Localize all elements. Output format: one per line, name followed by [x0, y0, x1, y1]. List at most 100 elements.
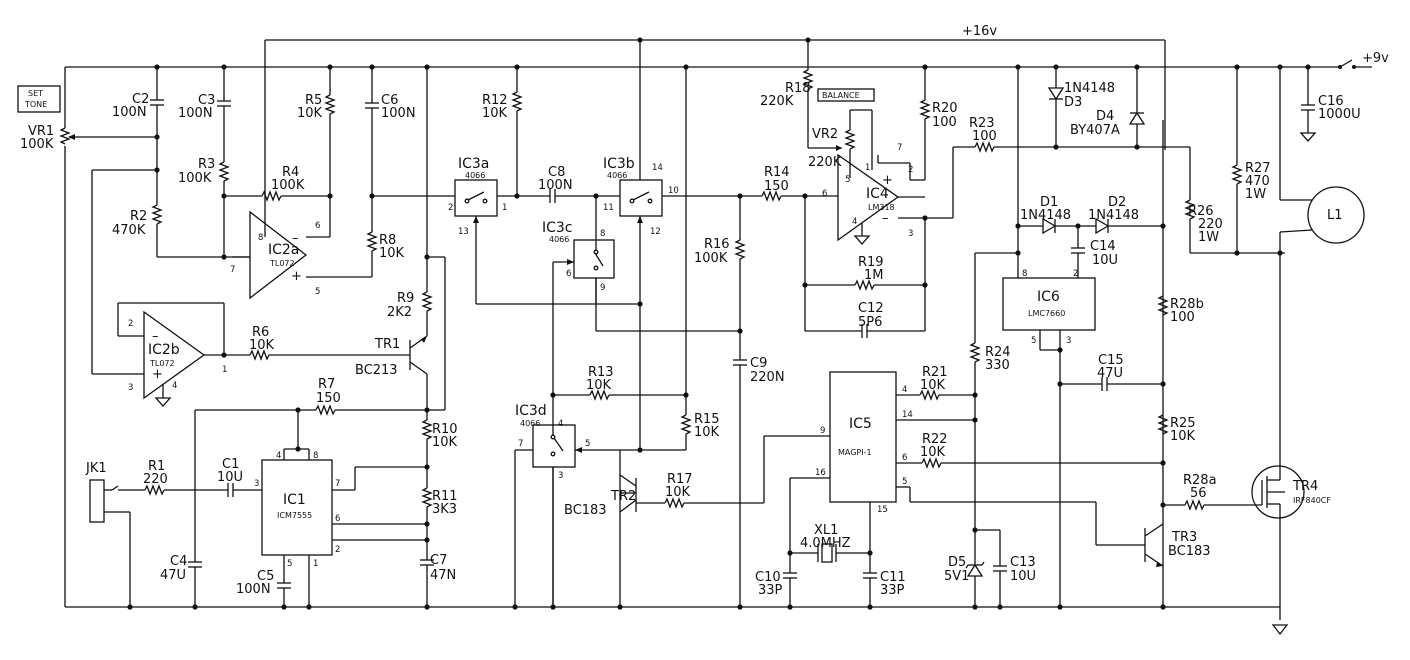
c6-ref: C6: [381, 93, 398, 108]
balance-label: BALANCE: [822, 91, 860, 100]
r17-value: 10K: [665, 485, 691, 500]
r9-ref: R9: [397, 291, 414, 306]
r5-value: 10K: [297, 106, 323, 121]
ic6-stage: [1002, 67, 1166, 607]
svg-text:5: 5: [1031, 336, 1036, 346]
ic3c-ref: IC3c: [542, 220, 573, 236]
r24-value: 330: [985, 358, 1010, 373]
svg-text:1: 1: [222, 365, 227, 375]
r17-ref: R17: [667, 472, 693, 487]
ic3b-switch: [593, 40, 762, 450]
ic2a-ref: IC2a: [268, 242, 299, 258]
svg-text:4: 4: [558, 419, 563, 429]
c11-value: 33P: [880, 583, 905, 598]
tr3-type: BC183: [1168, 544, 1211, 559]
c3-value: 100N: [178, 106, 213, 121]
c10-ref: C10: [755, 570, 781, 585]
r23-value: 100: [972, 129, 997, 144]
tr2-ref: TR2: [610, 489, 636, 504]
svg-text:6: 6: [335, 514, 340, 524]
r19-value: 1M: [864, 268, 884, 283]
svg-text:3: 3: [558, 471, 563, 481]
jk1-input-jack[interactable]: [89, 479, 131, 607]
ic3a-ref: IC3a: [458, 156, 489, 172]
xl1-value: 4.0MHZ: [800, 536, 851, 551]
svg-text:9: 9: [820, 426, 825, 436]
c16-ref: C16: [1318, 94, 1344, 109]
svg-text:11: 11: [603, 203, 614, 213]
jk1-ref: JK1: [85, 461, 107, 476]
tr1-type: BC213: [355, 363, 398, 378]
c2-value: 100N: [112, 105, 147, 120]
svg-text:1: 1: [313, 559, 318, 569]
c13-value: 10U: [1010, 569, 1036, 584]
svg-text:7: 7: [335, 479, 340, 489]
r12-ref: R12: [482, 93, 508, 108]
r26-ref: R26: [1188, 204, 1214, 219]
r14-value: 150: [764, 179, 789, 194]
c7-value: 47N: [430, 568, 456, 583]
d3-ref: D3: [1064, 95, 1082, 110]
r10-value: 10K: [432, 435, 458, 450]
supply-rails: [64, 39, 1372, 608]
r28a-value: 56: [1190, 486, 1207, 501]
r23-d3-d4: [974, 67, 1285, 254]
r11-value: 3K3: [432, 502, 457, 517]
ic2a-opamp: – +: [232, 210, 308, 300]
d2-ref: D2: [1108, 195, 1126, 210]
r6-ref: R6: [252, 325, 269, 340]
balance-button[interactable]: BALANCE: [817, 88, 875, 102]
svg-text:7: 7: [230, 265, 235, 275]
c4-value: 47U: [160, 568, 186, 583]
c13-ref: C13: [1010, 555, 1036, 570]
r3-value: 100K: [178, 171, 212, 186]
tr1-stage: [249, 67, 446, 607]
svg-text:4: 4: [902, 385, 907, 395]
ic3b-type: 4066: [607, 171, 627, 180]
c7-ref: C7: [430, 553, 447, 568]
r2-ref: R2: [130, 209, 147, 224]
ic4-ref: IC4: [866, 186, 889, 202]
vr1-potentiometer: [59, 127, 157, 375]
r8-value: 10K: [379, 246, 405, 261]
r15-ref: R15: [694, 412, 720, 427]
svg-text:5: 5: [585, 439, 590, 449]
d5-ref: D5: [948, 555, 966, 570]
r4-ref: R4: [282, 165, 299, 180]
svg-text:5: 5: [845, 175, 850, 185]
set-tone-line-2: TONE: [24, 100, 47, 109]
svg-text:+: +: [152, 367, 163, 382]
ic1-timer: [261, 446, 427, 607]
r27-rating: 1W: [1245, 187, 1266, 202]
svg-text:2: 2: [908, 165, 913, 175]
r25-ref: R25: [1170, 416, 1196, 431]
svg-text:2: 2: [448, 203, 453, 213]
ic2a-type: TL072: [269, 259, 295, 268]
r19-ref: R19: [858, 255, 884, 270]
supply-9v-label: +9v: [1362, 51, 1389, 66]
tr4-ref: TR4: [1292, 479, 1318, 494]
ic2b-ref: IC2b: [148, 342, 180, 358]
svg-text:10: 10: [668, 186, 679, 196]
d4-ref: D4: [1096, 109, 1114, 124]
svg-text:14: 14: [652, 163, 663, 173]
ic5-type: MAGPI-1: [838, 448, 872, 457]
c9-value: 220N: [750, 370, 785, 385]
svg-text:–: –: [882, 211, 889, 226]
ic4-type: LM318: [868, 203, 895, 212]
r13-value: 10K: [586, 378, 612, 393]
ic6-type: LMC7660: [1028, 309, 1065, 318]
c8-ref: C8: [548, 165, 565, 180]
d4-type: BY407A: [1070, 123, 1120, 138]
ic2b-type: TL072: [149, 359, 175, 368]
c12-value: 5P6: [858, 315, 882, 330]
r20-ref: R20: [932, 101, 958, 116]
r16-value: 100K: [694, 251, 728, 266]
svg-text:4: 4: [172, 381, 177, 391]
set-tone-button[interactable]: SET TONE: [17, 85, 61, 113]
r9-value: 2K2: [387, 305, 412, 320]
ic4-stage: + –: [761, 40, 975, 338]
vr1-value: 100K: [20, 137, 54, 152]
c8-value: 100N: [538, 178, 573, 193]
